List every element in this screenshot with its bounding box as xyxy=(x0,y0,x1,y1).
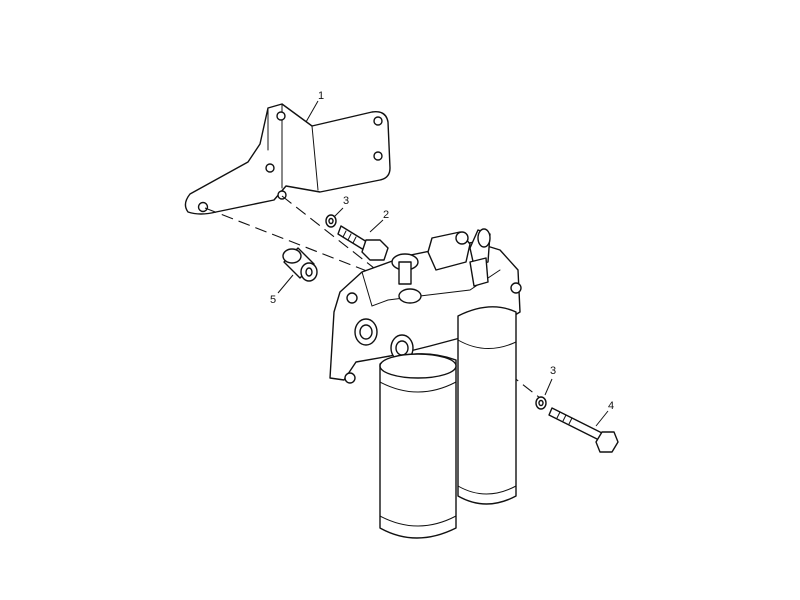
leader-lines xyxy=(277,100,609,427)
callout-washer-lower: 3 xyxy=(550,365,556,377)
callout-spacer: 5 xyxy=(270,294,276,306)
callout-bolt-short: 2 xyxy=(383,209,389,221)
callout-bracket: 1 xyxy=(318,90,324,102)
washer-upper xyxy=(325,214,337,228)
alignment-line-upper xyxy=(204,207,396,283)
bolt-long xyxy=(548,407,619,453)
callout-bolt-long: 4 xyxy=(608,400,614,412)
filter-head xyxy=(329,228,522,384)
filter-canister-front xyxy=(379,353,457,539)
washer-lower xyxy=(535,396,547,410)
filter-canister-rear xyxy=(457,306,517,505)
callout-washer-upper: 3 xyxy=(343,195,349,207)
bolt-short xyxy=(337,225,389,261)
mounting-bracket xyxy=(184,103,391,215)
spacer xyxy=(282,247,318,282)
